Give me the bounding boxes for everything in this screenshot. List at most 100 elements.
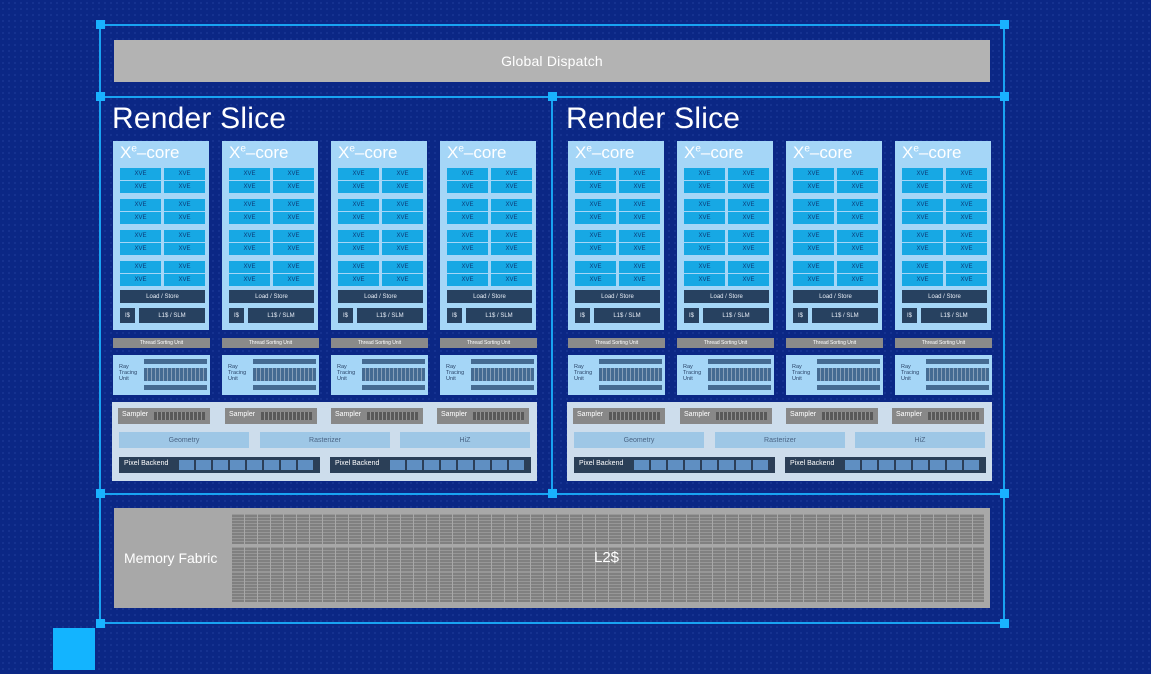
pixel-backend-cell <box>879 460 894 470</box>
frame-node <box>548 92 557 101</box>
pixel-backend-cell <box>509 460 524 470</box>
l1-cache-slm: L1$ / SLM <box>357 308 423 323</box>
ray-tracing-unit-label-line: Tracing <box>901 370 920 376</box>
xve-unit: XVE <box>728 230 769 242</box>
render-slice-title: Render Slice <box>566 102 741 135</box>
xve-unit: XVE <box>447 181 488 193</box>
xve-unit: XVE <box>728 243 769 255</box>
xe-core-title: Xe–core <box>575 143 634 163</box>
ray-tracing-grid <box>817 368 880 381</box>
frame-node <box>96 489 105 498</box>
ray-tracing-grid <box>708 368 771 381</box>
pixel-backend-cell <box>458 460 473 470</box>
xve-unit: XVE <box>164 261 205 273</box>
frame-node <box>96 92 105 101</box>
pixel-backend-cell <box>213 460 228 470</box>
xve-unit: XVE <box>793 243 834 255</box>
pixel-backend-label: Pixel Backend <box>579 460 624 467</box>
memory-fabric-block: Memory Fabric L2$ <box>114 508 990 608</box>
sampler-cache <box>367 412 418 420</box>
xve-unit: XVE <box>273 274 314 286</box>
ray-tracing-grid <box>362 368 425 381</box>
xe-core-title-x: X <box>120 143 132 162</box>
xve-unit: XVE <box>447 261 488 273</box>
xe-core-title-x: X <box>902 143 914 162</box>
thread-sorting-unit: Thread Sorting Unit <box>786 338 883 348</box>
xve-unit: XVE <box>837 243 878 255</box>
pixel-backend-cell <box>281 460 296 470</box>
load-store-unit: Load / Store <box>120 290 205 303</box>
xve-unit: XVE <box>793 261 834 273</box>
xve-unit: XVE <box>447 230 488 242</box>
xve-unit: XVE <box>338 168 379 180</box>
xve-unit: XVE <box>382 243 423 255</box>
xe-core-title: Xe–core <box>447 143 506 163</box>
xve-unit: XVE <box>575 230 616 242</box>
ray-tracing-bar <box>708 359 771 364</box>
sampler-unit: Sampler <box>331 408 423 424</box>
pixel-backend-cell <box>719 460 734 470</box>
instruction-cache: I$ <box>684 308 699 323</box>
sampler-label: Sampler <box>335 411 362 418</box>
xve-unit: XVE <box>619 230 660 242</box>
xve-unit: XVE <box>619 199 660 211</box>
thread-sorting-unit: Thread Sorting Unit <box>895 338 992 348</box>
sampler-unit: Sampler <box>680 408 772 424</box>
xve-unit: XVE <box>164 243 205 255</box>
xve-unit: XVE <box>946 199 987 211</box>
xve-unit: XVE <box>837 168 878 180</box>
xe-core-title-sup: e <box>804 143 810 155</box>
pixel-backend-cell <box>964 460 979 470</box>
xve-unit: XVE <box>491 181 532 193</box>
xve-unit: XVE <box>164 181 205 193</box>
xve-unit: XVE <box>229 274 270 286</box>
xve-unit: XVE <box>575 168 616 180</box>
load-store-unit: Load / Store <box>575 290 660 303</box>
sampler-cache <box>928 412 979 420</box>
ray-tracing-bar <box>708 385 771 390</box>
pixel-backend-cell <box>230 460 245 470</box>
sampler-unit: Sampler <box>786 408 878 424</box>
xve-unit: XVE <box>793 230 834 242</box>
ray-tracing-bar <box>144 385 207 390</box>
thread-sorting-unit: Thread Sorting Unit <box>222 338 319 348</box>
l1-cache-slm: L1$ / SLM <box>921 308 987 323</box>
pixel-backend-unit: Pixel Backend <box>119 457 320 473</box>
rasterizer-unit: Rasterizer <box>715 432 845 448</box>
xve-unit: XVE <box>793 274 834 286</box>
xe-core-title-sup: e <box>458 143 464 155</box>
xve-unit: XVE <box>491 243 532 255</box>
xve-unit: XVE <box>273 181 314 193</box>
thread-sorting-unit: Thread Sorting Unit <box>677 338 774 348</box>
geometry-unit: Geometry <box>574 432 704 448</box>
xe-core-title-sup: e <box>240 143 246 155</box>
pixel-backend-cell <box>407 460 422 470</box>
l1-cache-slm: L1$ / SLM <box>466 308 532 323</box>
xe-core-title: Xe–core <box>793 143 852 163</box>
xve-unit: XVE <box>120 230 161 242</box>
ray-tracing-grid <box>471 368 534 381</box>
xve-unit: XVE <box>382 212 423 224</box>
pixel-backend-cell <box>651 460 666 470</box>
load-store-unit: Load / Store <box>229 290 314 303</box>
load-store-unit: Load / Store <box>684 290 769 303</box>
xve-unit: XVE <box>273 261 314 273</box>
xve-unit: XVE <box>619 212 660 224</box>
sampler-unit: Sampler <box>225 408 317 424</box>
xve-unit: XVE <box>120 243 161 255</box>
xve-unit: XVE <box>338 261 379 273</box>
pixel-backend-unit: Pixel Backend <box>785 457 986 473</box>
xve-unit: XVE <box>902 230 943 242</box>
global-dispatch-block: Global Dispatch <box>114 40 990 82</box>
pixel-backend-cell <box>247 460 262 470</box>
xve-unit: XVE <box>902 261 943 273</box>
pixel-backend-cell <box>179 460 194 470</box>
pixel-backend-cell <box>862 460 877 470</box>
pixel-backend-cell <box>685 460 700 470</box>
